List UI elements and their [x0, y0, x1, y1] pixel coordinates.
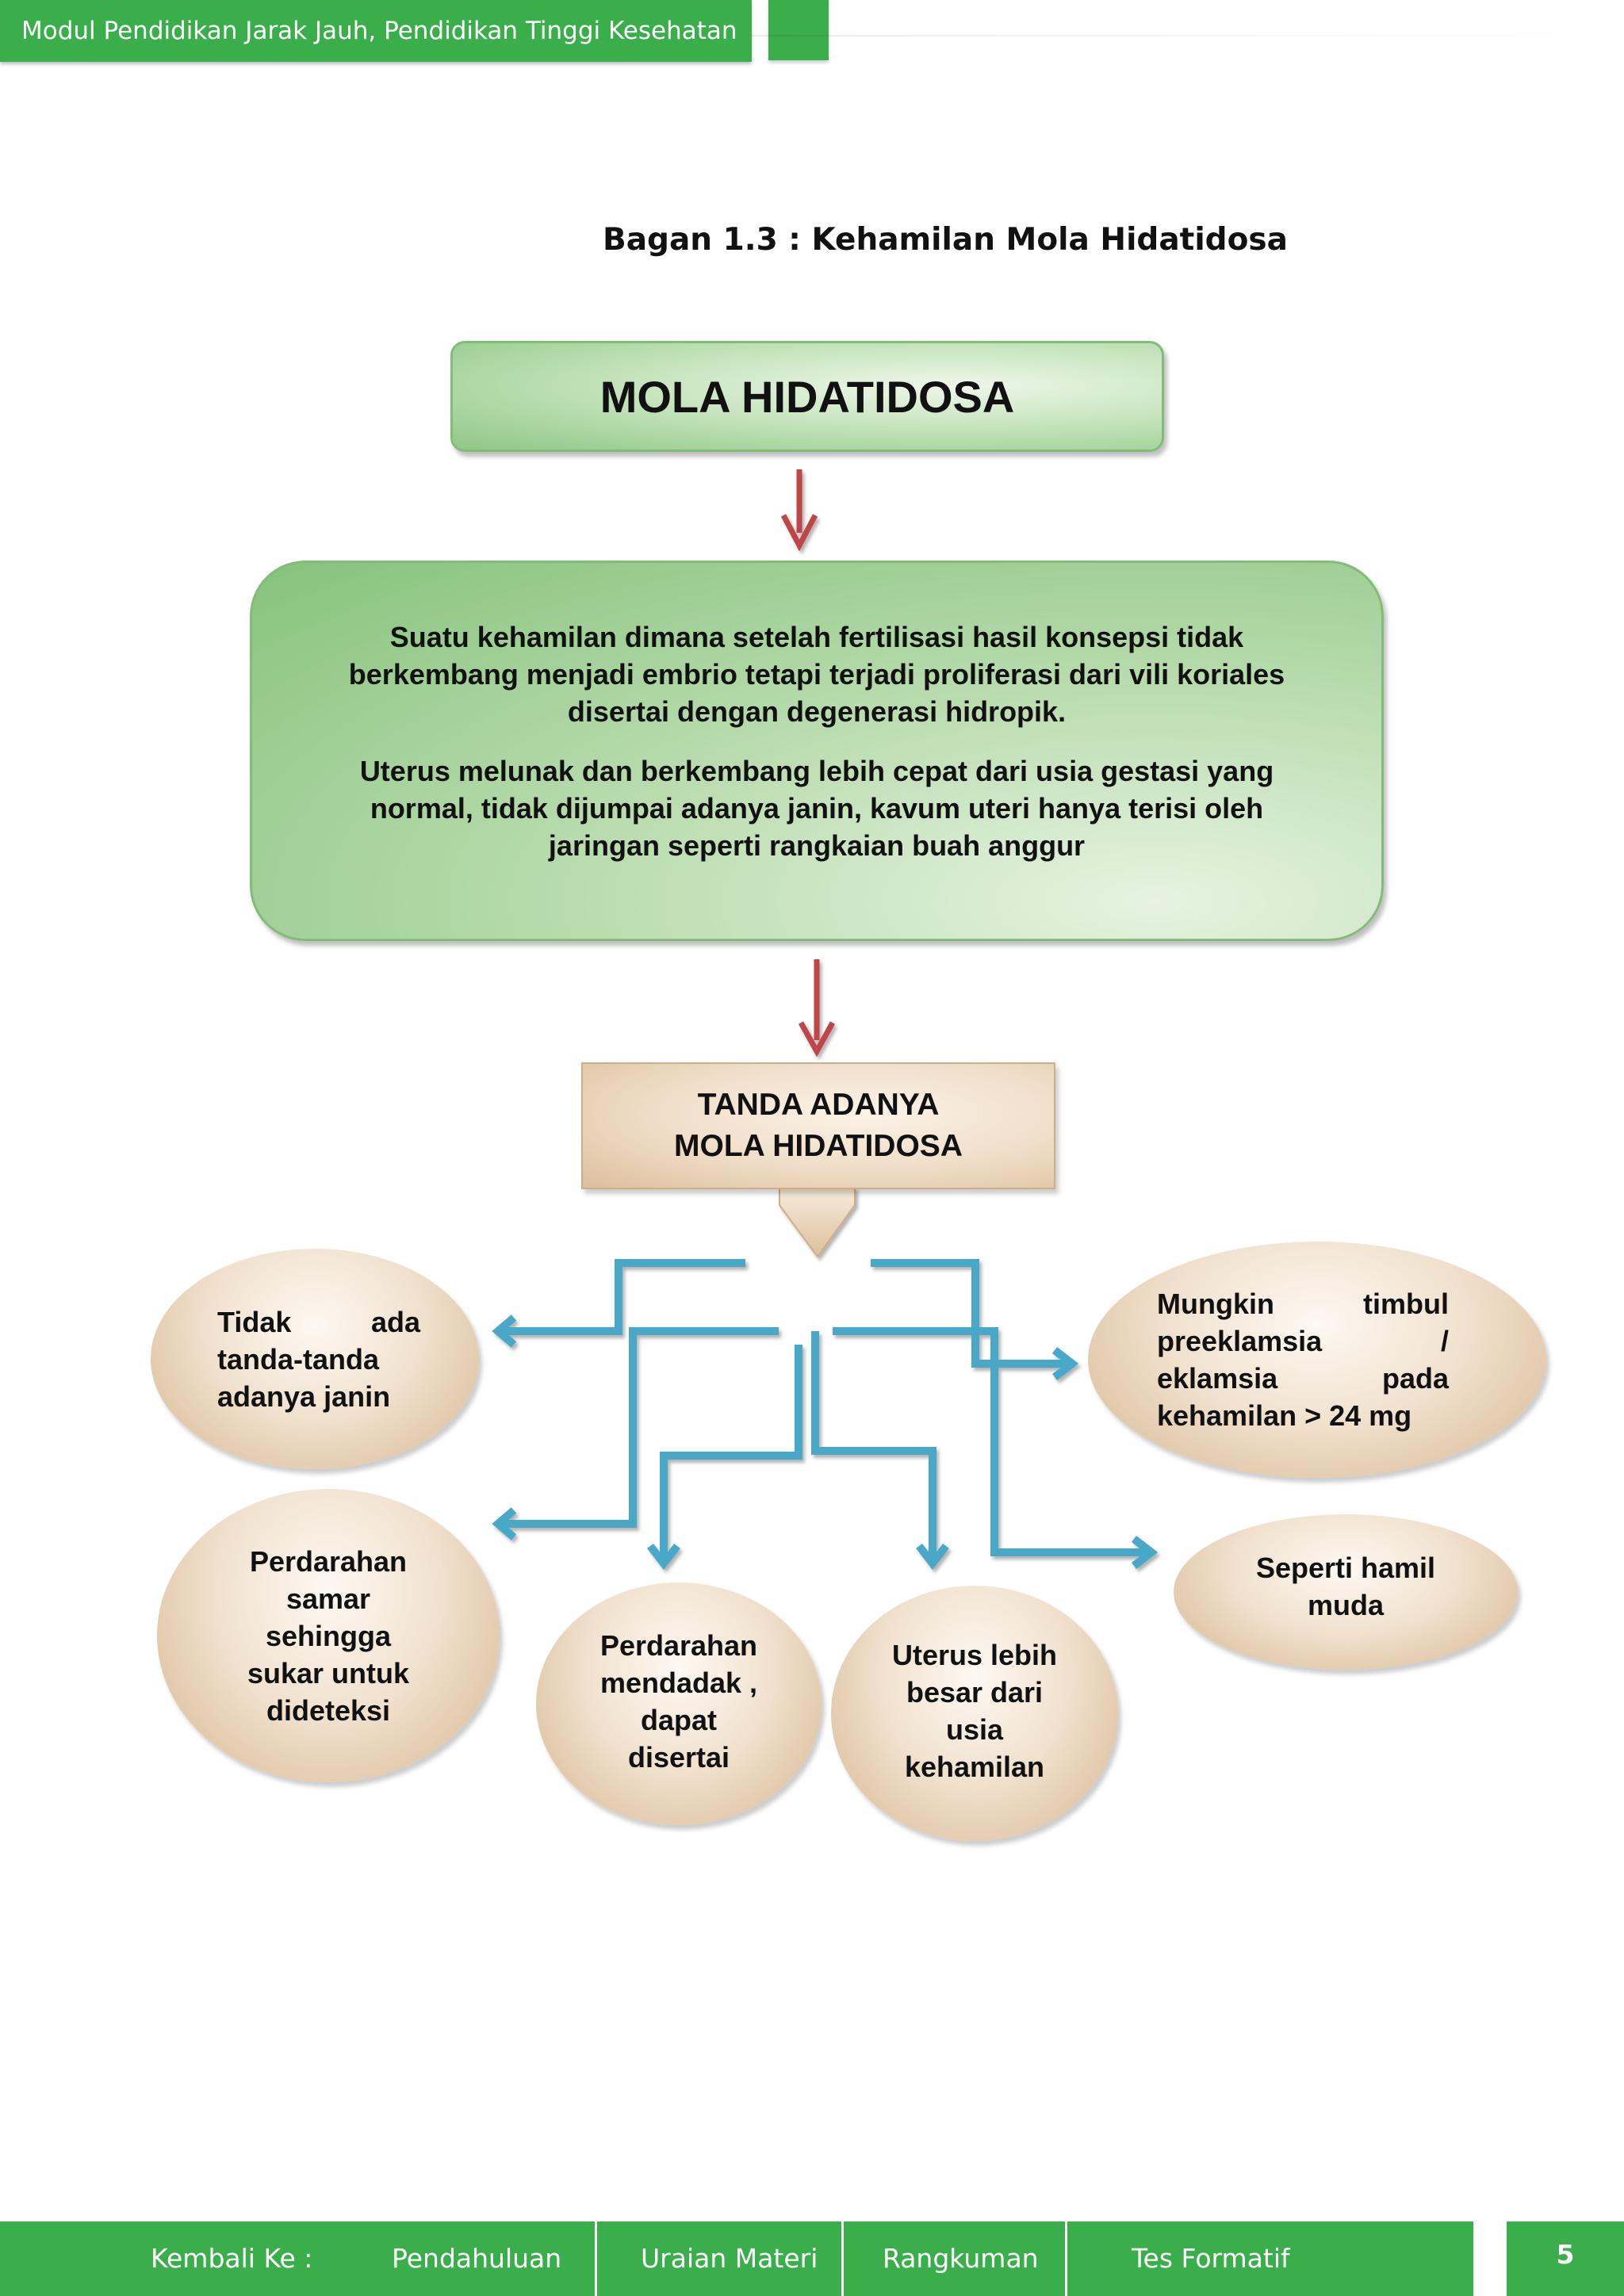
- connector-early-pregnancy: [833, 1327, 1150, 1556]
- header-bar: Modul Pendidikan Jarak Jauh, Pendidikan …: [0, 0, 752, 62]
- header-title: Modul Pendidikan Jarak Jauh, Pendidikan …: [21, 17, 737, 45]
- arrowhead-vague-bleeding: [492, 1507, 517, 1540]
- oval-early-pregnancy-text: Seperti hamil muda: [1255, 1552, 1436, 1621]
- oval-vague-bleeding: Perdarahan samar sehingga sukar untuk di…: [157, 1489, 500, 1782]
- figure-caption: Bagan 1.3 : Kehamilan Mola Hidatidosa: [603, 222, 1288, 258]
- footer-nav: Kembali Ke : Pendahuluan Uraian Materi R…: [0, 2221, 1473, 2296]
- title-box-label: MOLA HIDATIDOSA: [599, 371, 1015, 422]
- footer-link-tes-formatif[interactable]: Tes Formatif: [1132, 2243, 1290, 2274]
- oval-early-pregnancy: Seperti hamil muda: [1174, 1514, 1518, 1670]
- footer-link-pendahuluan[interactable]: Pendahuluan: [392, 2243, 562, 2274]
- arrowhead-larger-uterus: [916, 1543, 949, 1571]
- arrowhead-no-fetus: [492, 1314, 517, 1348]
- signs-box-line-1: TANDA ADANYA: [697, 1088, 940, 1122]
- connector-preeclampsia: [871, 1259, 1071, 1368]
- definition-paragraph-1: Suatu kehamilan dimana setelah fertilisa…: [348, 621, 1285, 728]
- red-arrow-down-2: [798, 959, 836, 1058]
- oval-no-fetus-text: Tidak ada tanda-tanda adanya janin: [217, 1305, 420, 1413]
- oval-no-fetus: Tidak ada tanda-tanda adanya janin: [151, 1249, 479, 1469]
- footer-separator: [595, 2221, 597, 2296]
- footer-back-label: Kembali Ke :: [151, 2243, 313, 2274]
- header-divider: [752, 35, 1624, 36]
- connector-larger-uterus: [811, 1331, 936, 1562]
- oval-sudden-bleeding-text: Perdarahan mendadak , dapat disertai: [599, 1629, 758, 1774]
- signs-box: TANDA ADANYA MOLA HIDATIDOSA: [581, 1062, 1055, 1189]
- connector-no-fetus: [500, 1259, 745, 1335]
- definition-box: Suatu kehamilan dimana setelah fertilisa…: [250, 561, 1384, 941]
- definition-paragraph-2: Uterus melunak dan berkembang lebih cepa…: [359, 755, 1274, 862]
- connector-vague-bleeding: [498, 1327, 779, 1528]
- oval-preeclampsia-text: Mungkin timbul preeklamsia / eklamsia pa…: [1157, 1288, 1449, 1432]
- arrowhead-sudden-bleeding: [647, 1543, 680, 1571]
- footer-separator: [1065, 2221, 1067, 2296]
- oval-larger-uterus-text: Uterus lebih besar dari usia kehamilan: [891, 1639, 1058, 1783]
- arrowhead-preeclampsia: [1051, 1347, 1079, 1380]
- footer-link-rangkuman[interactable]: Rangkuman: [883, 2243, 1039, 2274]
- title-box: MOLA HIDATIDOSA: [450, 341, 1164, 452]
- footer-link-uraian-materi[interactable]: Uraian Materi: [641, 2243, 818, 2274]
- signs-box-pointer: [779, 1187, 856, 1258]
- figure-caption-container: Bagan 1.3 : Kehamilan Mola Hidatidosa: [0, 222, 1624, 270]
- header-accent-block: [768, 0, 829, 60]
- oval-vague-bleeding-text: Perdarahan samar sehingga sukar untuk di…: [247, 1544, 410, 1727]
- arrowhead-early-pregnancy: [1131, 1536, 1159, 1569]
- oval-sudden-bleeding: Perdarahan mendadak , dapat disertai: [536, 1582, 822, 1825]
- oval-preeclampsia: Mungkin timbul preeklamsia / eklamsia pa…: [1088, 1242, 1546, 1478]
- footer-separator: [841, 2221, 844, 2296]
- oval-larger-uterus: Uterus lebih besar dari usia kehamilan: [831, 1586, 1118, 1841]
- red-arrow-down-1: [780, 469, 818, 552]
- signs-box-line-2: MOLA HIDATIDOSA: [674, 1129, 963, 1163]
- page-number: 5: [1507, 2221, 1624, 2296]
- connector-sudden-bleeding: [660, 1345, 802, 1562]
